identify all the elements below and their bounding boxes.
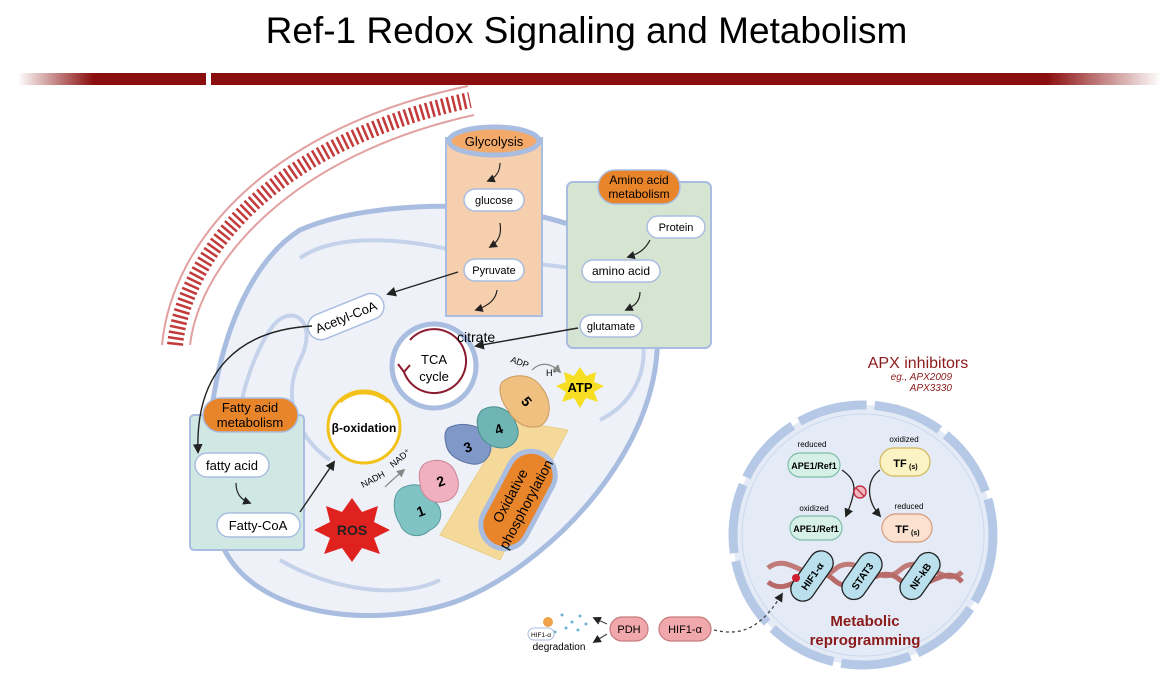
hif1a-small-label: HIF1-α [531, 632, 551, 639]
complex-2: 2 [418, 459, 459, 503]
degradation-label: degradation [533, 642, 586, 653]
amino-acid-node [581, 259, 661, 283]
pdh-upper-arrow [592, 617, 608, 625]
fatty-acid-header [202, 397, 299, 433]
tf-reduced-label: TF [895, 524, 909, 536]
tca-cycle: TCA cycle citrate [389, 321, 495, 411]
beta-oxidation-label: β-oxidation [332, 421, 397, 435]
glutamate-node [579, 314, 643, 338]
tca-label-line1: TCA [421, 352, 447, 367]
oxidized-top-label: oxidized [889, 435, 918, 444]
glycolysis-panel: Glycolysis glucose Pyruvate [445, 124, 543, 317]
transcription-factors: HIF1-α STAT3 NF-kB [790, 550, 941, 602]
ros-label: ROS [337, 522, 367, 538]
hif1a-to-nucleus-arrow [713, 592, 783, 633]
apx-example-2: APX3330 [909, 383, 953, 394]
title-separator [18, 73, 1161, 85]
tca-arrowhead [397, 363, 411, 373]
hif1a-cyto-label: HIF1-α [668, 624, 703, 636]
amino-acid-header [597, 169, 681, 205]
cytoplasm-signaling: HIF1-α PDH HIF1-α degradation [527, 592, 783, 653]
ape1-reduced-label: APE1/Ref1 [791, 461, 837, 471]
pdh-label: PDH [617, 624, 640, 636]
fatty-acid-label: fatty acid [206, 458, 258, 473]
tf-oxidized-label: TF [893, 458, 907, 470]
fatty-acid-node [194, 452, 270, 478]
fatty-coa-node [216, 512, 301, 538]
complex-5: 5 [499, 375, 550, 428]
tca-label-line2: cycle [419, 369, 449, 384]
ros-burst: ROS [314, 498, 390, 562]
ape1-oxidized-label: APE1/Ref1 [793, 524, 839, 534]
atp-label: ATP [567, 380, 592, 395]
fatty-coa-label: Fatty-CoA [229, 518, 288, 533]
adp-to-atp-arrow [531, 363, 562, 374]
hif1a-small-node [527, 627, 555, 641]
tf-cycle-arrow [868, 469, 882, 518]
fatty-acid-header-line1: Fatty acid [222, 400, 278, 415]
redox-cycle: reduced APE1/Ref1 oxidized TF (s) oxidiz… [787, 435, 933, 543]
tf-oxidized-subscript: (s) [909, 464, 918, 471]
apx-example-1: eg., APX2009 [891, 372, 953, 383]
tf-reduced-subscript: (s) [911, 530, 920, 537]
glucose-node [463, 188, 525, 212]
tf-oxidized-node [879, 447, 931, 477]
glutamate-to-tca-arrow [474, 327, 579, 350]
pdh-node [609, 616, 649, 642]
fatty-acid-header-line2: metabolism [217, 415, 283, 430]
slide-title: Ref-1 Redox Signaling and Metabolism [265, 10, 908, 51]
amino-acid-label: amino acid [592, 264, 650, 278]
glutamate-label: glutamate [587, 321, 635, 333]
cell-membrane [161, 85, 475, 346]
tf-reduced-node [881, 513, 933, 543]
hif1a-marker [792, 574, 800, 582]
pyruvate-to-acetyl-arrow [386, 271, 459, 297]
amino-acid-header-line1: Amino acid [609, 173, 668, 187]
citrate-label: citrate [457, 329, 495, 345]
degradation-fragments [543, 613, 588, 634]
pdh-lower-arrow [592, 633, 608, 643]
ape1-cycle-arrow [841, 469, 855, 518]
beta-oxidation-cycle: β-oxidation [326, 389, 402, 465]
protein-node [646, 215, 706, 239]
glucose-label: glucose [475, 195, 513, 207]
amino-acid-panel: Amino acid metabolism Protein amino acid… [566, 169, 712, 349]
ape1-reduced-node [787, 452, 841, 478]
pyruvate-node [463, 258, 525, 282]
fatty-acid-panel: Fatty acid metabolism fatty acid Fatty-C… [189, 397, 305, 551]
reprogramming-line1: Metabolic [830, 613, 899, 630]
nadh-arrow [384, 468, 406, 488]
glycolysis-label: Glycolysis [465, 134, 524, 149]
atp-burst: ATP [556, 367, 604, 408]
hif1a-factor: HIF1-α [790, 550, 834, 602]
hif1a-cyto-node [658, 616, 712, 642]
protein-label: Protein [659, 222, 694, 234]
reprogramming-line2: reprogramming [810, 632, 921, 649]
apx-label: APX inhibitors [868, 355, 969, 372]
reduced-bottom-label: reduced [895, 502, 924, 511]
glycolysis-header [446, 124, 542, 158]
pyruvate-label: Pyruvate [472, 265, 515, 277]
h-plus-label: H⁺ [546, 368, 557, 378]
acetyl-to-fatty-arrow [192, 325, 313, 454]
amino-acid-header-line2: metabolism [608, 187, 669, 201]
fatty-coa-to-beta-arrow [299, 460, 336, 513]
oxidized-bottom-label: oxidized [799, 504, 828, 513]
ape1-oxidized-node [789, 515, 843, 541]
reduced-top-label: reduced [798, 440, 827, 449]
